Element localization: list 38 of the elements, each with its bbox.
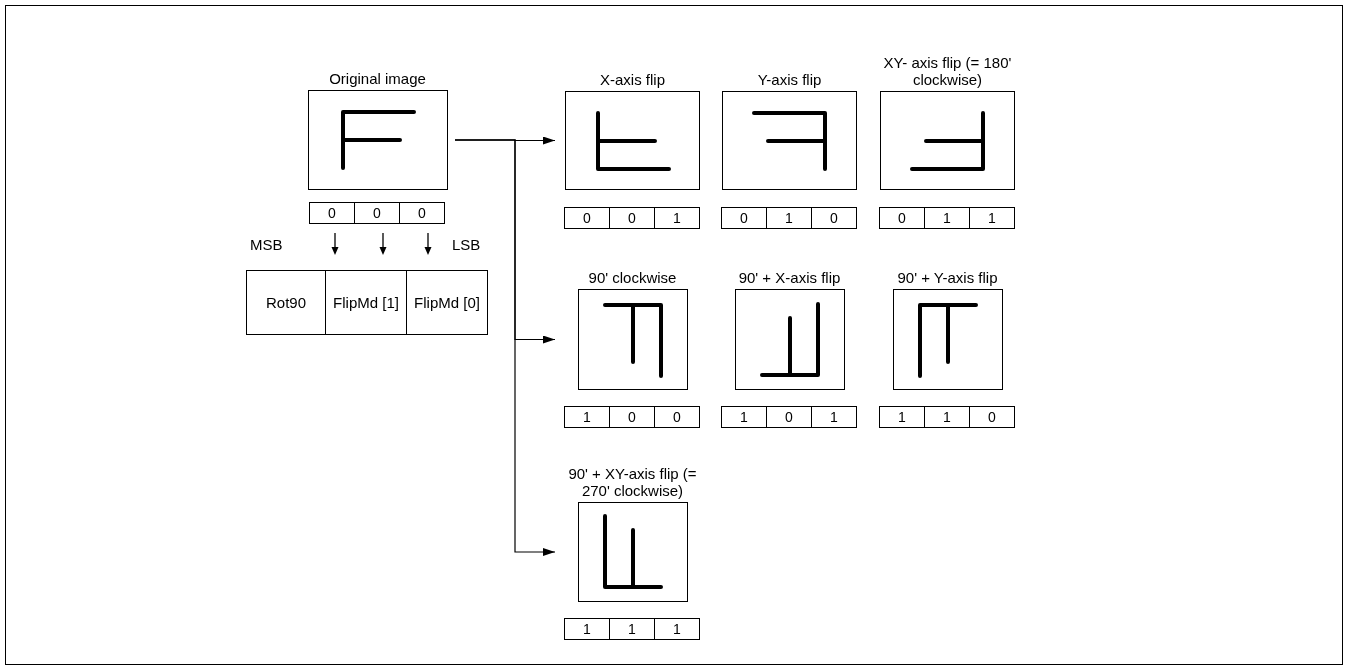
bit-cell: 1 <box>924 406 970 428</box>
image-caption: X-axis flip <box>599 71 666 88</box>
image-caption: 90' + Y-axis flip <box>896 269 999 286</box>
bit-cell: 0 <box>354 202 400 224</box>
register-field-cell: Rot90 <box>246 270 326 335</box>
bit-order-label: LSB <box>452 236 482 255</box>
image-caption: XY- axis flip (= 180' clockwise) <box>882 54 1013 88</box>
bit-cell: 1 <box>564 618 610 640</box>
bit-cell: 1 <box>879 406 925 428</box>
bit-cell: 1 <box>969 207 1015 229</box>
bit-cell: 1 <box>811 406 857 428</box>
register-field-cell: FlipMd [0] <box>406 270 488 335</box>
bit-cell: 1 <box>721 406 767 428</box>
bit-cell: 0 <box>399 202 445 224</box>
bit-cell: 0 <box>969 406 1015 428</box>
bit-cell: 0 <box>309 202 355 224</box>
bit-cell: 0 <box>609 406 655 428</box>
bit-cell: 0 <box>564 207 610 229</box>
image-caption: 90' + X-axis flip <box>737 269 842 286</box>
bit-cell: 0 <box>879 207 925 229</box>
image-caption: Original image <box>328 70 427 87</box>
bit-cell: 0 <box>609 207 655 229</box>
bit-cell: 1 <box>609 618 655 640</box>
bit-order-label: MSB <box>250 236 284 255</box>
image-caption: Y-axis flip <box>756 71 823 88</box>
register-field-cell: FlipMd [1] <box>325 270 407 335</box>
bit-cell: 1 <box>654 207 700 229</box>
bit-cell: 1 <box>924 207 970 229</box>
bit-cell: 1 <box>766 207 812 229</box>
bit-cell: 1 <box>564 406 610 428</box>
bit-cell: 1 <box>654 618 700 640</box>
bit-cell: 0 <box>654 406 700 428</box>
image-caption: 90' + XY-axis flip (= 270' clockwise) <box>567 465 698 499</box>
arrow <box>454 139 556 556</box>
bit-cell: 0 <box>811 207 857 229</box>
bit-cell: 0 <box>766 406 812 428</box>
bit-cell: 0 <box>721 207 767 229</box>
image-caption: 90' clockwise <box>587 269 678 286</box>
